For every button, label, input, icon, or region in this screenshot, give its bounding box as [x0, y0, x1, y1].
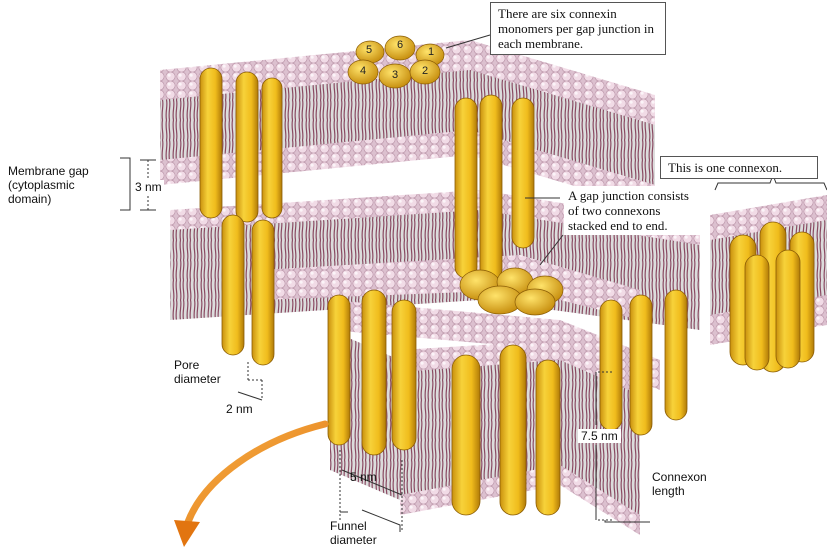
continuation-arrow [174, 424, 325, 547]
label-pore-width: 2 nm [226, 402, 253, 416]
label-connexon-length: Connexon length [652, 470, 722, 498]
label-funnel-diameter: Funnel diameter [330, 519, 390, 547]
monomer-number-1: 1 [423, 46, 439, 58]
monomer-number-3: 3 [387, 69, 403, 81]
monomer-number-4: 4 [355, 65, 371, 77]
label-gap-width: 3 nm [133, 180, 164, 194]
upper-membrane [160, 40, 655, 210]
callout-one-connexon: This is one connexon. [660, 156, 818, 179]
monomer-number-2: 2 [417, 65, 433, 77]
label-pore-diameter: Pore diameter [174, 358, 238, 386]
label-connexon-height: 7.5 nm [578, 429, 621, 443]
monomer-number-5: 5 [361, 44, 377, 56]
label-funnel-width: 5 nm [350, 470, 377, 484]
callout-gap-junction: A gap junction consists of two connexons… [564, 186, 702, 235]
label-membrane-gap: Membrane gap (cytoplasmic domain) [8, 164, 118, 206]
callout-six-monomers: There are six connexin monomers per gap … [490, 2, 666, 55]
monomer-number-6: 6 [392, 39, 408, 51]
